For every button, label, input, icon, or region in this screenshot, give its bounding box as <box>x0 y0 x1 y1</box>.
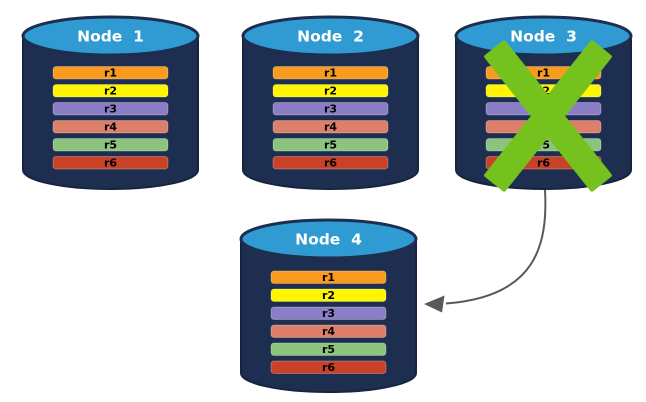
replica-row <box>52 84 169 98</box>
arrow-curve <box>445 189 547 305</box>
replica-row-label: r6 <box>537 157 550 170</box>
arrow-head-icon <box>424 295 445 313</box>
replica-row <box>270 360 387 374</box>
cylinder-lid <box>21 15 200 57</box>
replica-row-label: r2 <box>322 289 335 302</box>
replica-row <box>52 120 169 134</box>
replica-row <box>270 306 387 320</box>
replica-row <box>272 102 389 116</box>
replica-row-label: r3 <box>324 103 337 116</box>
failure-x-icon <box>484 40 612 192</box>
replica-row-label: r1 <box>324 67 337 80</box>
cylinder-lid <box>241 15 420 57</box>
replica-row-label: r2 <box>104 85 117 98</box>
replica-row-label: r6 <box>322 361 335 374</box>
replica-row <box>270 270 387 284</box>
replica-row-label: r5 <box>104 139 117 152</box>
replica-row <box>270 342 387 356</box>
replica-row-label: r6 <box>324 157 337 170</box>
replica-row <box>52 138 169 152</box>
replica-row-label: r3 <box>104 103 117 116</box>
node-title: Node 1 <box>77 28 144 46</box>
replica-row-label: r6 <box>104 157 117 170</box>
replica-row <box>270 288 387 302</box>
replica-row-label: r4 <box>324 121 337 134</box>
replica-row-label: r5 <box>324 139 337 152</box>
replica-row <box>52 156 169 170</box>
replica-row <box>272 66 389 80</box>
replica-row-label: r5 <box>322 343 335 356</box>
replica-row-label: r1 <box>104 67 117 80</box>
replica-row <box>272 84 389 98</box>
replica-row-label: r4 <box>104 121 117 134</box>
replica-row <box>52 66 169 80</box>
replica-row-label: r2 <box>324 85 337 98</box>
node-title: Node 2 <box>297 28 364 46</box>
node-title: Node 3 <box>510 28 577 46</box>
node-title: Node 4 <box>295 231 362 249</box>
replica-row-label: r3 <box>322 307 335 320</box>
replica-row <box>272 120 389 134</box>
replica-row <box>272 156 389 170</box>
node-1: Node 1 r1 r2 r3 r4 r5 r6 <box>21 15 200 190</box>
replica-row <box>52 102 169 116</box>
cylinder-lid <box>239 218 418 260</box>
node-3: Node 3 r1 r2 r3 r4 r5 r6 <box>454 15 633 192</box>
replica-row-label: r4 <box>322 325 335 338</box>
node-4: Node 4 r1 r2 r3 r4 r5 r6 <box>239 218 418 393</box>
replica-row <box>272 138 389 152</box>
node-2: Node 2 r1 r2 r3 r4 r5 r6 <box>241 15 420 190</box>
failover-arrow <box>424 189 547 313</box>
replica-row-label: r1 <box>537 67 550 80</box>
replica-row <box>270 324 387 338</box>
replica-row-label: r1 <box>322 271 335 284</box>
